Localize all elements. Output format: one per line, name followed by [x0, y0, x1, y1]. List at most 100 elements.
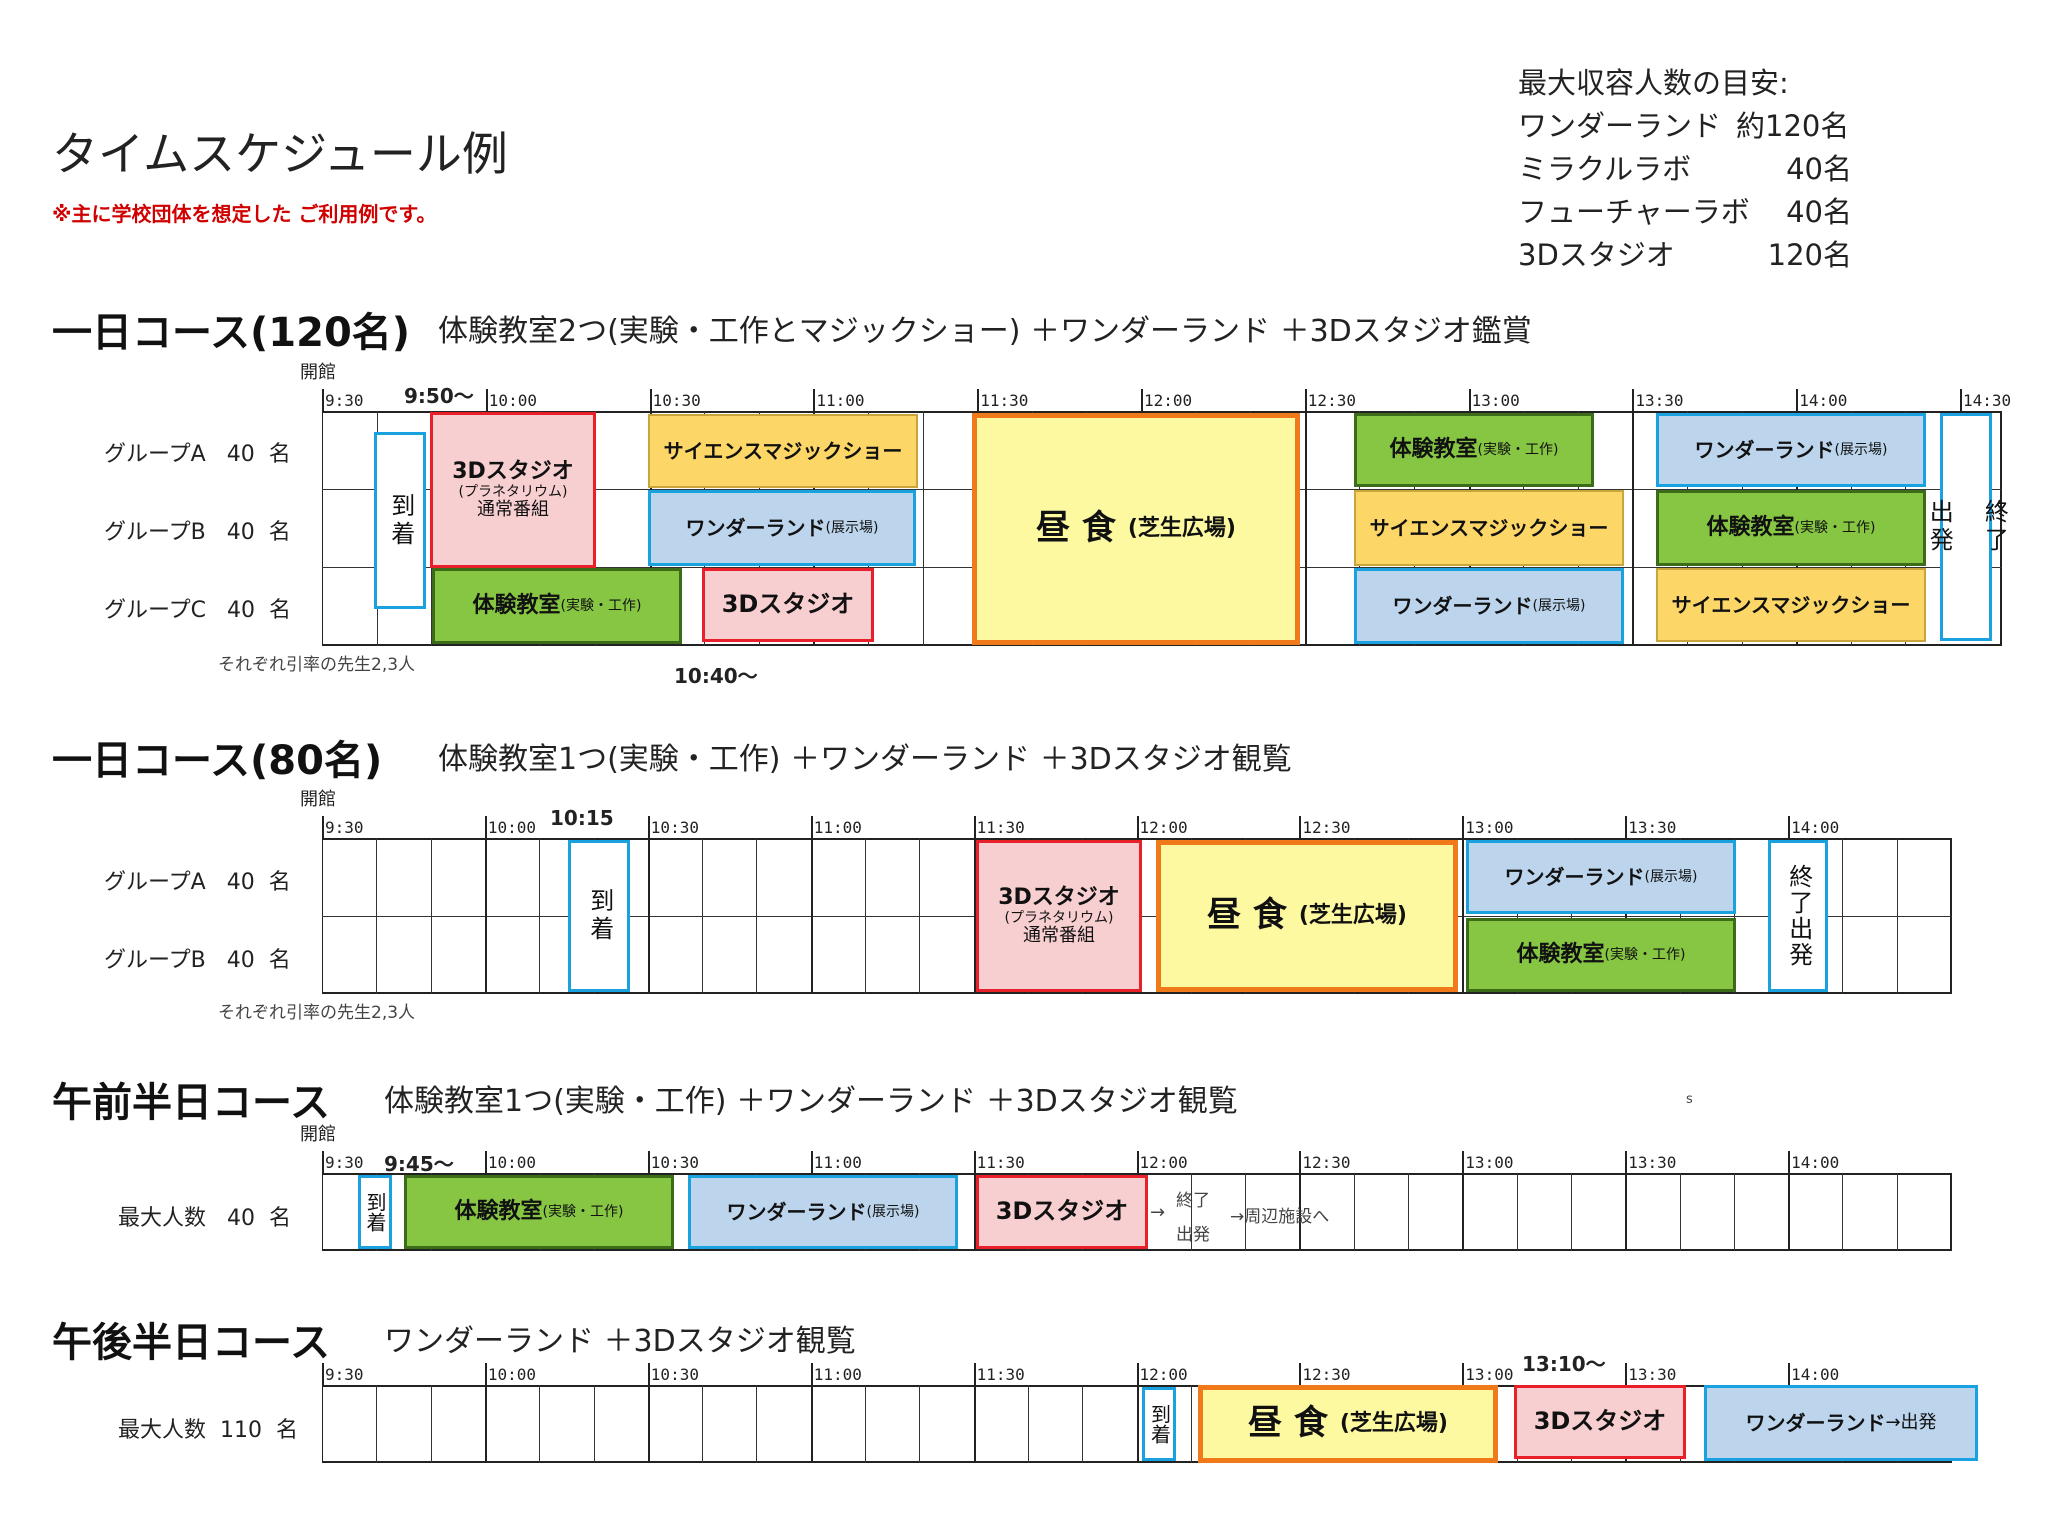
grid-col-line — [1353, 1173, 1355, 1251]
time-tick-label: 9:30 — [325, 391, 364, 410]
time-tick — [1299, 1151, 1302, 1173]
time-tick — [484, 1151, 487, 1173]
time-tick — [1141, 389, 1143, 411]
lab-block: 体験教室(実験・工作) — [1656, 490, 1926, 566]
open-label: 開館 — [300, 1124, 336, 1145]
studio-block: 3Dスタジオ — [976, 1175, 1148, 1249]
wonderland-block: ワンダーランド(展示場) — [688, 1175, 958, 1249]
time-tick-label: 12:30 — [1302, 1365, 1351, 1384]
course-desc: 体験教室1つ(実験・工作) ＋ワンダーランド ＋3Dスタジオ観覧 — [438, 742, 1292, 777]
grid-col-line — [919, 1385, 921, 1463]
capacity-name: ワンダーランド — [1518, 109, 1722, 143]
capacity-prefix: 約 — [1736, 109, 1766, 143]
time-tick — [1468, 389, 1471, 411]
time-tick-label: 13:00 — [1465, 1365, 1514, 1384]
time-tick-label: 14:30 — [1963, 391, 2012, 410]
magic-show-block: サイエンスマジックショー — [1656, 568, 1926, 642]
time-tick-label: 9:30 — [325, 818, 364, 837]
time-tick-label: 11:00 — [813, 1153, 862, 1172]
time-tick-label: 11:00 — [813, 818, 862, 837]
arrow-icon: → — [1150, 1202, 1166, 1223]
studio-block: 3Dスタジオ — [1514, 1385, 1686, 1459]
grid-col-line — [1462, 816, 1465, 994]
start-time: 9:50～ — [404, 384, 474, 408]
grid-col-line — [1136, 1363, 1139, 1463]
grid-col-line — [919, 838, 921, 994]
capacity-name: フューチャーラボ — [1518, 195, 1750, 229]
capacity-name: ミラクルラボ — [1518, 152, 1692, 186]
grid-col-line — [1570, 838, 1572, 994]
arrival-box: 到着 — [1142, 1387, 1176, 1461]
time-tick-label: 12:00 — [1139, 1365, 1188, 1384]
grid-col-line — [973, 816, 976, 994]
capacity-row: フューチャーラボ 40名 — [1518, 191, 1852, 234]
capacity-value: 120名 — [1765, 109, 1850, 143]
teachers-note: それぞれ引率の先生2,3人 — [218, 655, 416, 675]
schedule-grid — [322, 411, 2002, 646]
time-tick — [1462, 1363, 1465, 1385]
grid-col-line — [539, 838, 541, 994]
grid-col-line — [1245, 1173, 1247, 1251]
lab-block: 体験教室(実験・工作) — [432, 568, 682, 644]
time-tick-label: 9:30 — [325, 1153, 364, 1172]
time-tick-label: 13:00 — [1465, 818, 1514, 837]
grid-col-line — [1408, 1173, 1409, 1251]
time-tick — [810, 1363, 813, 1385]
time-tick — [647, 816, 650, 838]
lab-block: 体験教室(実験・工作) — [1354, 413, 1594, 487]
time-tick — [973, 1151, 976, 1173]
time-tick — [322, 389, 324, 411]
grid-col-line — [1462, 1151, 1465, 1251]
time-tick-label: 10:00 — [487, 1153, 537, 1172]
studio-block: 3Dスタジオ (プラネタリウム) 通常番組 — [430, 412, 596, 568]
grid-col-line — [1516, 1173, 1518, 1251]
time-tick — [810, 816, 813, 838]
lab-block: 体験教室(実験・工作) — [404, 1175, 674, 1249]
arrival-box: 到着 — [358, 1175, 392, 1249]
capacity-row: 3Dスタジオ 120名 — [1518, 234, 1852, 277]
row-label: グループC 40 名 — [104, 598, 292, 623]
grid-col-line — [1027, 1385, 1029, 1463]
start-time: 10:40～ — [674, 664, 758, 688]
row-label: グループB 40 名 — [104, 948, 291, 973]
grid-col-line — [1299, 1151, 1302, 1251]
capacity-row: ミラクルラボ 40名 — [1518, 148, 1852, 191]
capacity-value: 120名 — [1767, 238, 1852, 272]
course-title: 午後半日コース — [52, 1320, 330, 1366]
time-tick — [649, 389, 652, 411]
time-tick — [810, 1151, 813, 1173]
grid-col-line — [1190, 1385, 1192, 1463]
grid-col-line — [1190, 1173, 1192, 1251]
time-tick-label: 14:00 — [1791, 1153, 1840, 1172]
lunch-block: 昼 食(芝生広場) — [972, 413, 1300, 645]
time-tick-label: 12:00 — [1144, 391, 1193, 410]
wonderland-block: ワンダーランド→出発 — [1704, 1385, 1978, 1461]
time-tick-label: 13:30 — [1628, 1365, 1677, 1384]
grid-col-line — [647, 816, 650, 994]
time-tick — [484, 816, 487, 838]
time-tick-label: 14:00 — [1799, 391, 1848, 410]
grid-col-line — [1679, 838, 1681, 994]
studio-block: 3Dスタジオ (プラネタリウム) 通常番組 — [976, 840, 1142, 992]
grid-col-line — [1733, 1173, 1735, 1251]
magic-show-block: サイエンスマジックショー — [648, 414, 918, 488]
arrival-box: 到着 — [568, 840, 630, 992]
capacity-value: 40名 — [1786, 152, 1852, 186]
time-tick-label: 12:30 — [1307, 391, 1356, 410]
row-label: グループB 40 名 — [104, 520, 291, 545]
time-tick — [1625, 1363, 1628, 1385]
grid-col-line — [1304, 389, 1307, 646]
time-tick-label: 12:30 — [1302, 818, 1351, 837]
grid-col-line — [702, 838, 704, 994]
time-tick-label: 13:30 — [1635, 391, 1684, 410]
time-tick-label: 10:00 — [487, 818, 537, 837]
time-tick-label: 11:00 — [813, 1365, 862, 1384]
grid-col-line — [1896, 1173, 1898, 1251]
time-tick-label: 10:00 — [487, 1365, 537, 1384]
grid-col-line — [810, 1363, 813, 1463]
course-desc: ワンダーランド ＋3Dスタジオ観覧 — [384, 1324, 856, 1359]
arrival-box: 到着 — [374, 432, 426, 609]
time-tick — [485, 389, 488, 411]
row-label: 最大人数 40 名 — [118, 1206, 292, 1231]
